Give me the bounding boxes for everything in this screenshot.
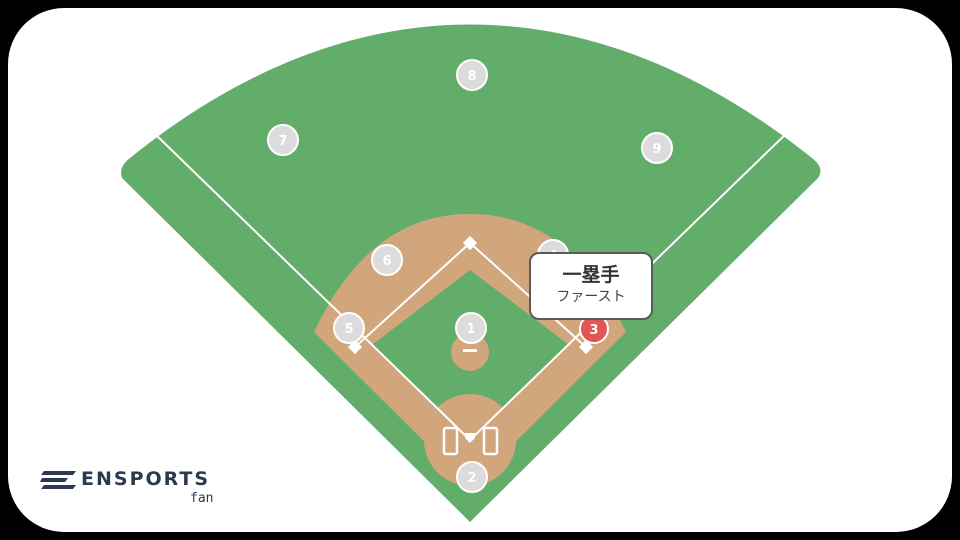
- svg-text:6: 6: [382, 254, 391, 269]
- svg-text:3: 3: [589, 323, 598, 338]
- pitchers-plate: [463, 349, 477, 352]
- home-plate: [465, 433, 475, 443]
- svg-text:8: 8: [467, 69, 476, 84]
- left-foul-line: [152, 131, 471, 441]
- svg-text:5: 5: [344, 322, 353, 337]
- position-marker-8[interactable]: 8: [456, 59, 488, 91]
- svg-text:9: 9: [652, 142, 661, 157]
- batters-box-left: [442, 426, 459, 456]
- svg-text:1: 1: [466, 322, 475, 337]
- svg-text:7: 7: [278, 134, 287, 149]
- brand-logo: ENSPORTS fan: [40, 468, 230, 516]
- position-marker-1[interactable]: 1: [455, 312, 487, 344]
- position-marker-9[interactable]: 9: [641, 132, 673, 164]
- diagram-card: 8 7 9 6 4 5 1 2: [8, 8, 952, 532]
- baseball-field: 8 7 9 6 4 5 1 2: [121, 24, 821, 522]
- brand-name: ENSPORTS: [81, 468, 211, 490]
- callout-title: 一塁手: [562, 264, 620, 286]
- position-marker-2[interactable]: 2: [456, 461, 488, 493]
- position-marker-7[interactable]: 7: [267, 124, 299, 156]
- svg-text:2: 2: [467, 471, 476, 486]
- position-marker-6[interactable]: 6: [371, 244, 403, 276]
- second-base: [462, 235, 478, 251]
- first-base: [578, 339, 594, 355]
- brand-subtitle: fan: [190, 491, 214, 506]
- position-callout: 一塁手 ファースト: [529, 252, 653, 320]
- callout-subtitle: ファースト: [556, 289, 626, 305]
- position-marker-5[interactable]: 5: [333, 312, 365, 344]
- brand-mark-icon: [40, 471, 76, 489]
- batters-box-right: [482, 426, 499, 456]
